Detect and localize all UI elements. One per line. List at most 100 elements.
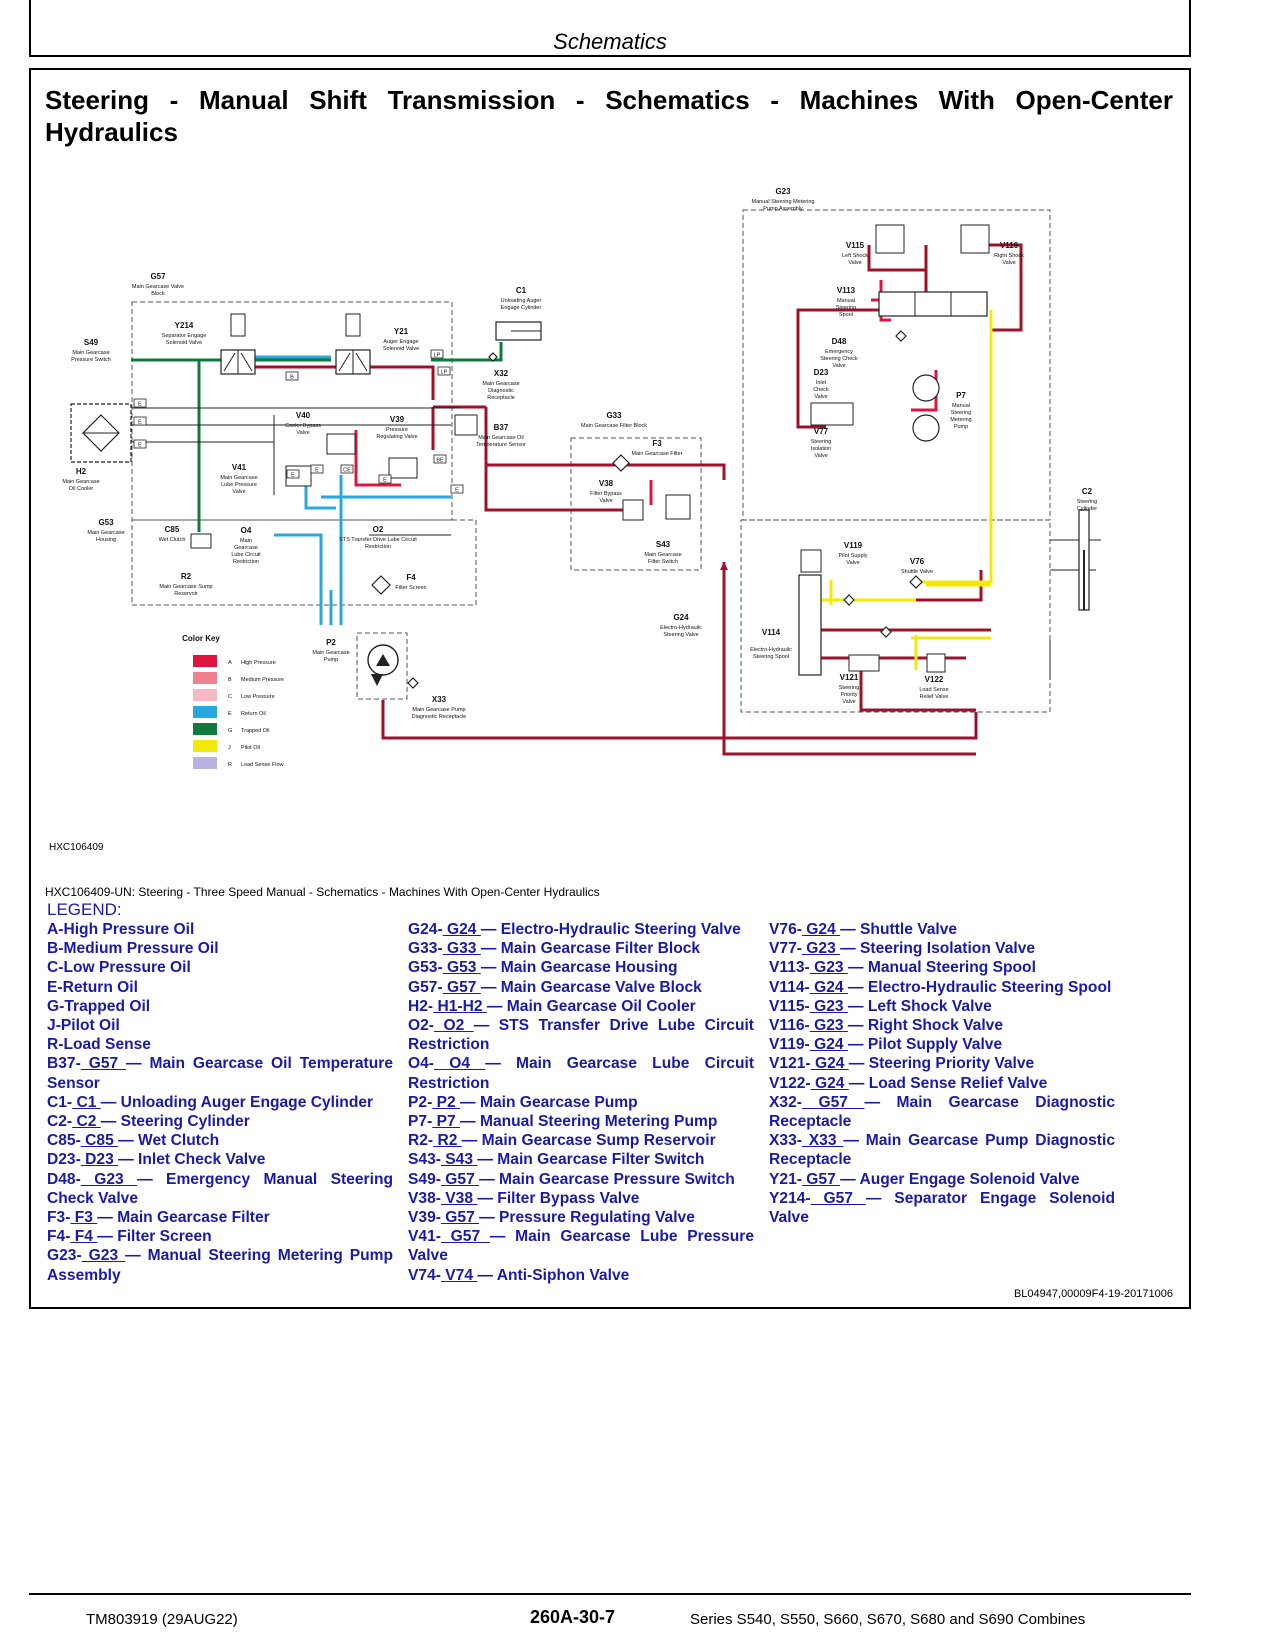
g57-desc: Main Gearcase Valve	[132, 284, 184, 290]
legend-item: R2- R2 — Main Gearcase Sump Reservoir	[408, 1131, 754, 1150]
b37-sensor	[454, 414, 478, 436]
g33-desc: Main Gearcase Filter Block	[581, 423, 647, 429]
color-key-title: Color Key	[182, 634, 220, 643]
legend-ref: C85	[80, 1132, 119, 1150]
p2-triangle	[376, 654, 390, 666]
legend-code: B	[47, 940, 59, 958]
legend-code: F4-	[47, 1228, 71, 1246]
legend-ref: G24	[810, 1074, 849, 1092]
legend-column-2: G24- G24 — Electro-Hydraulic Steering Va…	[408, 920, 754, 1285]
h2-desc: Main Gearcase	[62, 479, 99, 485]
legend-code: P2-	[408, 1093, 433, 1111]
o4-desc: Main	[240, 538, 252, 544]
port-tag-label: E	[291, 473, 295, 479]
v39-desc: Regulating Valve	[376, 434, 417, 440]
legend-code: V121-	[769, 1055, 811, 1073]
legend-desc: — Manual Steering Metering Pump Assembly	[47, 1247, 394, 1284]
legend-desc: — Left Shock Valve	[847, 997, 992, 1015]
legend-code: B37-	[47, 1055, 81, 1073]
series-label: Series S540, S550, S660, S670, S680 and …	[690, 1611, 1086, 1628]
c2-desc: Steering	[1077, 499, 1098, 505]
legend-item: V77- G23 — Steering Isolation Valve	[769, 939, 1115, 958]
v116-label: V116	[1000, 241, 1019, 250]
v115-label: V115	[846, 241, 865, 250]
legend-item: G23- G23 — Manual Steering Metering Pump…	[47, 1246, 393, 1284]
legend-desc: — Main Gearcase Diagnostic Receptacle	[769, 1093, 1115, 1131]
p2-desc: Main Gearcase	[312, 650, 349, 656]
c2-desc: Cylinder	[1077, 506, 1097, 512]
legend-item: S43- S43 — Main Gearcase Filter Switch	[408, 1150, 754, 1169]
v77-desc: Isolation	[811, 446, 832, 452]
legend-code: C	[47, 959, 59, 977]
x32-desc: Main Gearcase	[482, 381, 519, 387]
legend-code: G23-	[47, 1247, 82, 1265]
legend-heading: LEGEND:	[47, 900, 122, 919]
color-swatch	[193, 689, 217, 701]
color-key-letter: R	[228, 762, 232, 768]
legend-item: G24- G24 — Electro-Hydraulic Steering Va…	[408, 920, 754, 939]
v41-desc: Lube Pressure	[221, 482, 257, 488]
c1-desc: Unloading Auger	[501, 298, 542, 304]
legend-code: V116-	[769, 1017, 810, 1035]
legend-code: X32-	[769, 1093, 802, 1111]
legend-code: D23-	[47, 1151, 81, 1169]
v114-desc: Electro-Hydraulic	[750, 647, 792, 653]
hydraulic-line	[381, 700, 978, 740]
legend-desc: — Main Gearcase Filter Switch	[477, 1151, 705, 1169]
legend-desc: — Main Gearcase Sump Reservoir	[461, 1132, 716, 1150]
x33-desc: Main Gearcase Pump	[412, 707, 465, 713]
h2-label: H2	[76, 467, 87, 476]
legend-ref: H1-H2	[433, 997, 487, 1015]
legend-code: V114-	[769, 978, 810, 996]
legend-code: S43-	[408, 1151, 441, 1169]
x32-label: X32	[494, 369, 509, 378]
legend-ref: G24	[810, 1055, 849, 1073]
legend-item: C85- C85 — Wet Clutch	[47, 1131, 393, 1150]
d48-desc: Steering Check	[820, 356, 858, 362]
valve-arrow	[338, 352, 351, 372]
f3-filter	[612, 454, 630, 472]
v116-desc: Valve	[1002, 260, 1015, 266]
legend-desc: — Pilot Supply Valve	[847, 1036, 1003, 1054]
v38-desc: Valve	[599, 498, 612, 504]
page-number: 260A-30-7	[530, 1607, 616, 1627]
legend-item: O4- O4 — Main Gearcase Lube Circuit Rest…	[408, 1054, 754, 1092]
v121-desc: Priority	[840, 692, 857, 698]
legend-code: V119-	[769, 1036, 810, 1054]
legend-item: V121- G24 — Steering Priority Valve	[769, 1054, 1115, 1073]
x32-desc: Receptacle	[487, 395, 515, 401]
d48-desc: Valve	[832, 363, 845, 369]
legend-code: D48-	[47, 1170, 81, 1188]
x33-label: X33	[432, 695, 447, 704]
legend-ref: O2	[434, 1017, 474, 1035]
v121-desc: Valve	[842, 699, 855, 705]
legend-desc: — Emergency Manual Steering Check Valve	[47, 1170, 393, 1207]
v77-desc: Valve	[814, 453, 827, 459]
legend-desc: — Unloading Auger Engage Cylinder	[100, 1093, 374, 1111]
g24-desc: Electro-Hydraulic	[660, 625, 702, 631]
v40-desc: Cooler Bypass	[285, 423, 321, 429]
b37-label: B37	[494, 423, 509, 432]
y214-desc: Separator Engage	[162, 333, 207, 339]
legend-desc: — Manual Steering Spool	[847, 959, 1036, 977]
legend-item: V39- G57 — Pressure Regulating Valve	[408, 1208, 754, 1227]
legend-desc: — Manual Steering Metering Pump	[460, 1113, 718, 1131]
o4-desc: Lube Circuit	[231, 552, 261, 558]
o4-desc: Restriction	[233, 559, 259, 565]
legend-item: B37- G57 — Main Gearcase Oil Temperature…	[47, 1054, 393, 1092]
f3-label: F3	[652, 439, 662, 448]
legend-code: V41-	[408, 1228, 441, 1246]
port-tag	[285, 371, 299, 381]
legend-ref: G53	[442, 959, 481, 977]
hydraulic-line	[916, 310, 993, 584]
legend-desc: — Steering Priority Valve	[848, 1055, 1035, 1073]
x33-receptacle	[407, 677, 419, 689]
color-swatch	[193, 757, 217, 769]
hydraulic-line	[431, 342, 503, 362]
g24-label: G24	[673, 613, 689, 622]
legend-desc: — Main Gearcase Oil Temperature Sensor	[47, 1055, 393, 1092]
legend-code: Y21-	[769, 1170, 802, 1188]
legend-desc: — Auger Engage Solenoid Valve	[840, 1170, 1080, 1188]
legend-ref: G24	[809, 1036, 848, 1054]
